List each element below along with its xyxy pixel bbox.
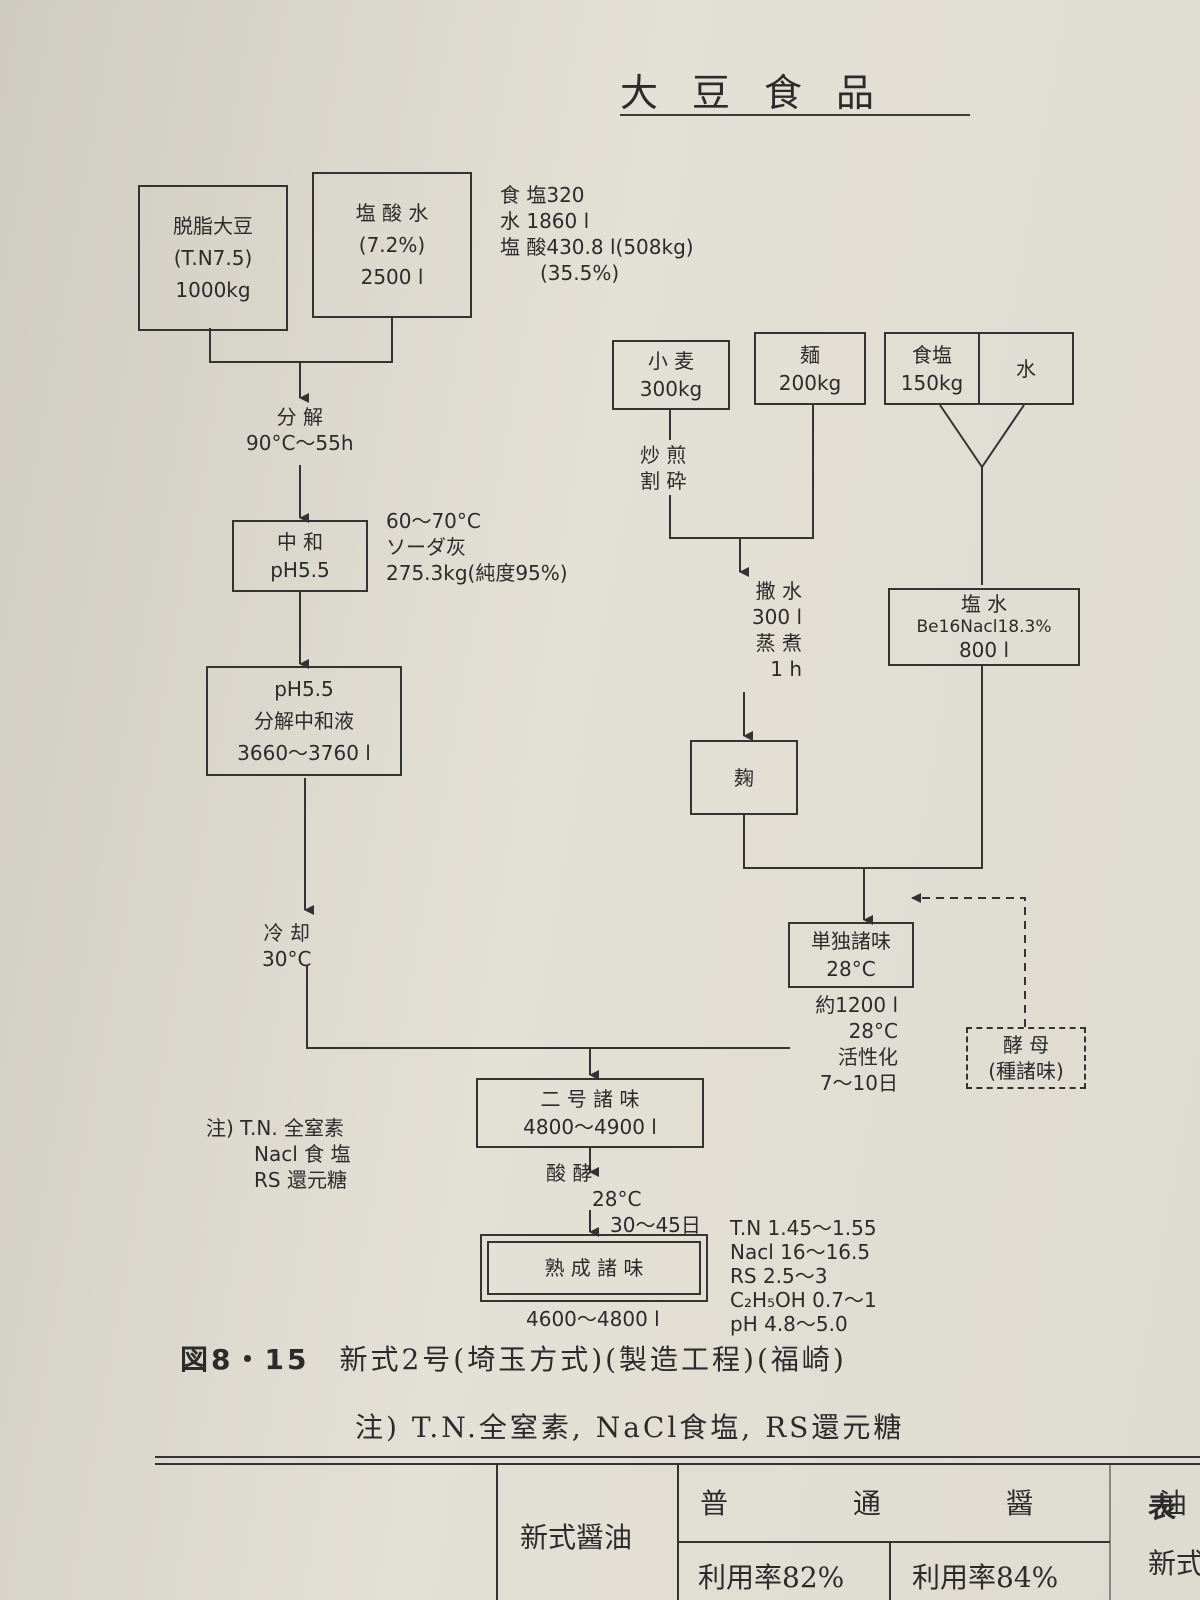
fermentation-label: 酸 酵 28°C 30～45日 — [546, 1160, 701, 1238]
decompose-step: 分 解 — [276, 405, 323, 429]
abbreviation-note-tn: 注) T.N. 全窒素 — [206, 1116, 345, 1140]
figure-caption: 図8・15 新式2号(埼玉方式)(製造工程)(福崎) — [180, 1338, 847, 1378]
ingredients-note: 食 塩320 水 1860 l 塩 酸430.8 l(508kg) (35.5%… — [500, 182, 694, 286]
water-name: 水 — [1016, 356, 1036, 381]
cooling-temperature: 30°C — [262, 947, 312, 971]
aged-moromi-spec: T.N 1.45～1.55 Nacl 16～16.5 RS 2.5～3 C₂H₅… — [730, 1216, 877, 1336]
cooling-label: 冷 却 30°C — [262, 920, 311, 972]
defatted-soybean-weight: 1000kg — [175, 278, 251, 302]
salt-box: 食塩 150kg — [884, 332, 980, 405]
hydrochloric-acid-concentration: (7.2%) — [358, 233, 426, 257]
brine-concentration: Be16Nacl18.3% — [916, 616, 1052, 637]
defatted-soybean-box: 脱脂大豆 (T.N7.5) 1000kg — [138, 185, 288, 331]
salt-name: 食塩 — [912, 342, 952, 367]
table-cell-yield-82: 利用率82% — [698, 1561, 845, 1594]
defatted-soybean-name: 脱脂大豆 — [173, 214, 253, 238]
table-row-header: 新式醤油 — [520, 1521, 633, 1554]
abbreviation-note-rs: RS 還元糖 — [254, 1168, 347, 1192]
aged-moromi-volume: 4600～4800 l — [526, 1307, 660, 1331]
aged-moromi-name: 熟 成 諸 味 — [544, 1256, 644, 1280]
single-moromi-activation: 活性化 — [838, 1045, 898, 1069]
second-moromi-box: 二 号 諸 味 4800～4900 l — [476, 1078, 704, 1148]
decompose-condition: 90°C～55h — [246, 431, 354, 455]
ingredients-note-acid-concentration: (35.5%) — [540, 261, 620, 285]
brine-name: 塩 水 — [960, 591, 1008, 616]
steam-duration: 1 h — [770, 657, 802, 681]
figure-number: 図8・15 — [180, 1343, 310, 1376]
figure-title: 新式2号(埼玉方式)(製造工程)(福崎) — [339, 1343, 847, 1376]
table-right-header: 表 — [1148, 1491, 1177, 1524]
hydrochloric-acid-volume: 2500 l — [360, 265, 424, 289]
fermentation-temperature: 28°C — [592, 1187, 642, 1211]
single-moromi-volume: 約1200 l — [815, 993, 898, 1017]
roast-step: 炒 煎 — [640, 443, 687, 467]
neutralize-note: 60～70°C ソーダ灰 275.3kg(純度95%) — [386, 508, 568, 586]
neutralize-agent: ソーダ灰 — [386, 535, 466, 559]
neutralize-agent-amount: 275.3kg(純度95%) — [386, 561, 568, 585]
yeast-box: 酵 母 (種諸味) — [966, 1027, 1086, 1089]
yeast-name: 酵 母 — [1002, 1033, 1050, 1057]
salt-weight: 150kg — [900, 370, 964, 395]
bran-name: 麺 — [800, 342, 820, 367]
ingredients-note-salt: 食 塩320 — [500, 183, 585, 207]
aged-spec-ph: pH 4.8～5.0 — [730, 1312, 848, 1336]
decompose-label: 分 解 90°C～55h — [246, 404, 354, 456]
water-box: 水 — [978, 332, 1074, 405]
neutralized-liquid-name: 分解中和液 — [254, 709, 354, 733]
cooling-step: 冷 却 — [263, 921, 310, 945]
aged-spec-tn: T.N 1.45～1.55 — [730, 1216, 877, 1240]
neutralize-ph: pH5.5 — [270, 558, 330, 582]
fermentation-days: 30～45日 — [610, 1213, 701, 1237]
bran-weight: 200kg — [778, 370, 842, 395]
koji-box: 麹 — [690, 740, 798, 815]
wheat-weight: 300kg — [639, 377, 703, 401]
table-cell-yield-84: 利用率84% — [912, 1561, 1059, 1594]
bran-box: 麺 200kg — [754, 332, 866, 405]
ingredients-note-water: 水 1860 l — [500, 209, 590, 233]
defatted-soybean-tn: (T.N7.5) — [173, 246, 253, 270]
aged-moromi-box: 熟 成 諸 味 — [480, 1234, 708, 1302]
neutralize-temperature: 60～70°C — [386, 509, 481, 533]
second-moromi-volume: 4800～4900 l — [523, 1115, 657, 1139]
aged-spec-rs: RS 2.5～3 — [730, 1264, 828, 1288]
ingredients-note-acid: 塩 酸430.8 l(508kg) — [500, 235, 694, 259]
sprinkle-volume: 300 l — [751, 605, 802, 629]
wheat-box: 小 麦 300kg — [612, 340, 730, 410]
single-moromi-days: 7～10日 — [819, 1071, 898, 1095]
neutralized-liquid-box: pH5.5 分解中和液 3660～3760 l — [206, 666, 402, 776]
neutralized-liquid-ph: pH5.5 — [274, 677, 334, 701]
sprinkle-step: 撒 水 — [755, 579, 802, 603]
abbreviation-note: 注) T.N. 全窒素 Nacl 食 塩 RS 還元糖 — [206, 1115, 350, 1193]
crush-step: 割 砕 — [640, 469, 687, 493]
fermentation-step: 酸 酵 — [546, 1161, 593, 1185]
wheat-name: 小 麦 — [647, 349, 695, 373]
brine-box: 塩 水 Be16Nacl18.3% 800 l — [888, 588, 1080, 666]
single-moromi-temperature: 28°C — [826, 957, 876, 981]
aged-spec-ethanol: C₂H₅OH 0.7～1 — [730, 1288, 877, 1312]
koji-name: 麹 — [734, 765, 754, 790]
brine-volume: 800 l — [958, 637, 1010, 662]
hydrochloric-acid-box: 塩 酸 水 (7.2%) 2500 l — [312, 172, 472, 318]
aged-spec-nacl: Nacl 16～16.5 — [730, 1240, 871, 1264]
table-right-label: 新式 — [1148, 1547, 1200, 1580]
single-moromi-note-temperature: 28°C — [848, 1019, 898, 1043]
abbreviation-note-nacl: Nacl 食 塩 — [254, 1142, 351, 1166]
neutralize-step: 中 和 — [276, 530, 324, 554]
neutralized-liquid-volume: 3660～3760 l — [237, 741, 371, 765]
sprinkle-label: 撒 水 300 l 蒸 煮 1 h — [690, 578, 802, 682]
yeast-seed: (種諸味) — [988, 1059, 1064, 1083]
single-moromi-note: 約1200 l 28°C 活性化 7～10日 — [798, 992, 898, 1096]
figure-note: 注) T.N.全窒素, NaCl食塩, RS還元糖 — [355, 1411, 905, 1444]
single-moromi-name: 単独諸味 — [811, 929, 891, 953]
hydrochloric-acid-name: 塩 酸 水 — [355, 201, 429, 225]
second-moromi-name: 二 号 諸 味 — [540, 1087, 640, 1111]
table-group-header: 普 通 醤 油 — [700, 1487, 1200, 1520]
roast-label: 炒 煎 割 砕 — [640, 442, 686, 494]
neutralize-box: 中 和 pH5.5 — [232, 520, 368, 592]
single-moromi-box: 単独諸味 28°C — [788, 922, 914, 988]
page-header: 大豆食品 — [620, 62, 970, 116]
steam-step: 蒸 煮 — [755, 631, 802, 655]
